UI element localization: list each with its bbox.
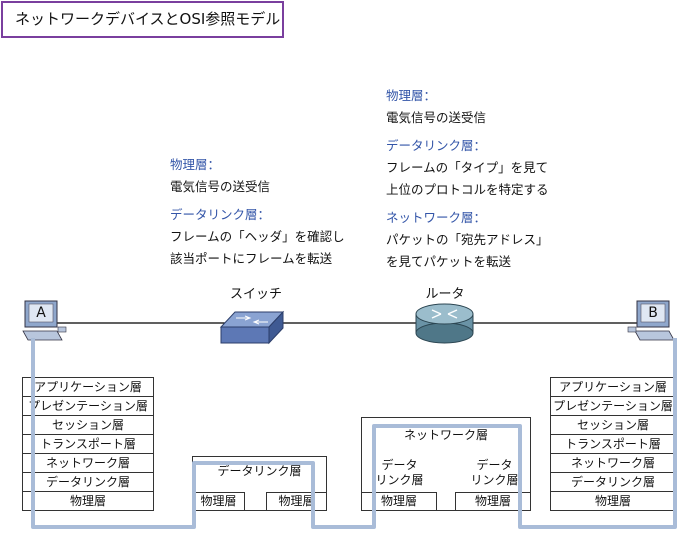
router-datalink-head: データリンク層： (386, 138, 487, 153)
host-b-label: B (648, 305, 658, 321)
host-a-datalink-layer: データリンク層 (23, 473, 153, 492)
router-network-line2: を見てパケットを転送 (386, 254, 512, 269)
router-physical-head: 物理層： (386, 88, 437, 103)
host-a-network-layer: ネットワーク層 (23, 454, 153, 473)
switch-physical-text: 電気信号の送受信 (170, 179, 271, 194)
host-a-stack: アプリケーション層 プレゼンテーション層 セッション層 トランスポート層 ネット… (22, 377, 154, 511)
host-b-stack: アプリケーション層 プレゼンテーション層 セッション層 トランスポート層 ネット… (550, 377, 676, 511)
host-a-label: A (36, 305, 46, 321)
router-datalink-line2: 上位のプロトコルを特定する (386, 182, 549, 197)
host-b-transport-layer: トランスポート層 (551, 435, 675, 454)
router-icon (415, 303, 474, 344)
host-a-computer-icon (22, 300, 67, 341)
host-a-session-layer: セッション層 (23, 416, 153, 435)
switch-datalink-line2: 該当ポートにフレームを転送 (170, 251, 333, 266)
switch-label: スイッチ (229, 287, 282, 302)
host-b-network-layer: ネットワーク層 (551, 454, 675, 473)
router-datalink-line1: フレームの「タイプ」を見て (386, 160, 549, 175)
data-path-line (31, 338, 677, 529)
host-b-application-layer: アプリケーション層 (551, 378, 675, 397)
router-label: ルータ (425, 287, 465, 302)
router-note: 物理層： 電気信号の送受信 データリンク層： フレームの「タイプ」を見て 上位の… (386, 85, 549, 273)
router-physical-text: 電気信号の送受信 (386, 110, 487, 125)
switch-datalink-layer: データリンク層 (217, 464, 302, 478)
host-b-physical-layer: 物理層 (594, 494, 631, 508)
switch-datalink-head: データリンク層： (170, 207, 271, 222)
router-datalink-right: データ リンク層 (470, 458, 519, 487)
switch-physical-head: 物理層： (170, 157, 221, 172)
page-title: ネットワークデバイスとOSI参照モデル (1, 1, 284, 38)
switch-icon (219, 310, 285, 345)
switch-datalink-line1: フレームの「ヘッダ」を確認し (170, 229, 345, 244)
host-a-application-layer: アプリケーション層 (23, 378, 153, 397)
router-physical-left: 物理層 (361, 492, 437, 511)
switch-note: 物理層： 電気信号の送受信 データリンク層： フレームの「ヘッダ」を確認し 該当… (170, 154, 345, 270)
router-network-head: ネットワーク層： (386, 210, 487, 225)
host-b-computer-icon (627, 300, 675, 341)
host-b-presentation-layer: プレゼンテーション層 (551, 397, 675, 416)
host-b-datalink-layer: データリンク層 (551, 473, 675, 492)
router-datalink-left: データ リンク層 (375, 458, 424, 487)
host-a-transport-layer: トランスポート層 (23, 435, 153, 454)
router-physical-right: 物理層 (455, 492, 531, 511)
host-a-presentation-layer: プレゼンテーション層 (23, 397, 153, 416)
switch-physical-left: 物理層 (192, 492, 245, 511)
host-b-session-layer: セッション層 (551, 416, 675, 435)
router-network-layer: ネットワーク層 (403, 428, 488, 442)
router-network-line1: パケットの「宛先アドレス」 (386, 232, 549, 247)
host-a-physical-layer: 物理層 (69, 494, 106, 508)
